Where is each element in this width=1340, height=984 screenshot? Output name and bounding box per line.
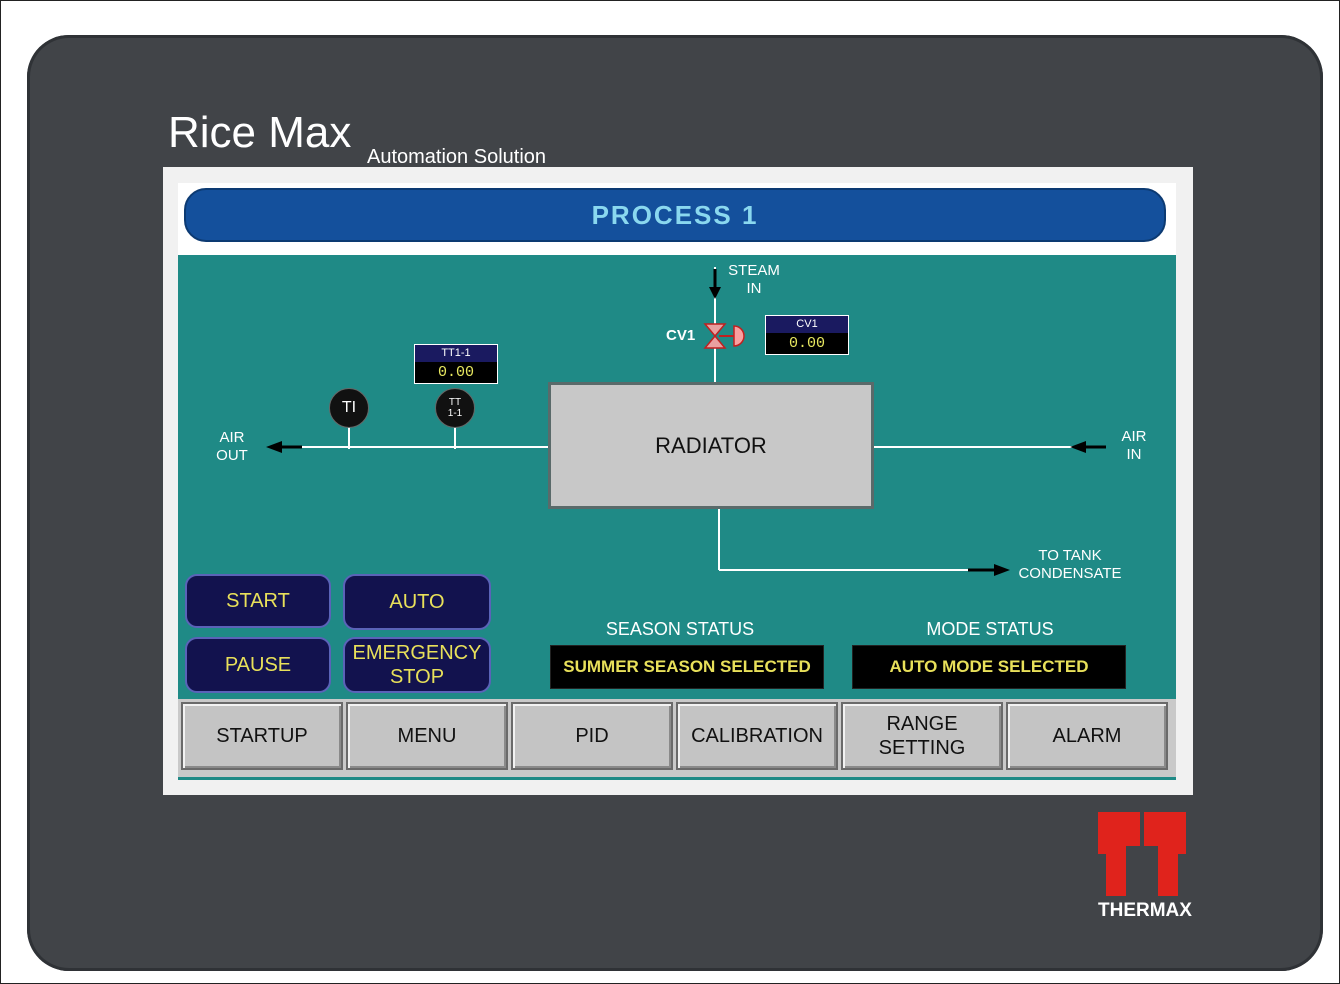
tt11-display-value: 0.00 [437,364,474,381]
season-status-value: SUMMER SEASON SELECTED [550,645,824,689]
cv1-display-value: 0.00 [788,335,825,352]
calibration-nav-button[interactable]: CALIBRATION [676,702,838,770]
pid-nav-button[interactable]: PID [511,702,673,770]
alarm-nav-button[interactable]: ALARM [1006,702,1168,770]
cv1-display-tag: CV1 [766,316,848,333]
process-diagram [266,267,1106,576]
valve-body-top [703,323,727,338]
condensate-arrow [994,564,1010,576]
air-out-arrow [266,441,282,453]
tt11-display-tag: TT1-1 [415,345,497,362]
auto-button[interactable]: AUTO [343,574,491,630]
steam-arrow-head [709,287,721,299]
mode-status-value: AUTO MODE SELECTED [852,645,1126,689]
ti-instrument: TI [329,388,369,428]
start-button[interactable]: START [185,574,331,628]
valve-body-bottom [703,334,727,349]
cv1-display: CV1 0.00 [765,315,849,355]
page-title: PROCESS 1 [184,188,1166,242]
cv1-valve-label: CV1 [666,327,696,344]
thermax-logo-icon [1098,812,1186,896]
menu-nav-button[interactable]: MENU [346,702,508,770]
brand-subtitle: Automation Solution [367,146,547,168]
valve-actuator-icon [733,325,745,347]
header-strip: PROCESS 1 [178,183,1176,255]
mode-status-label: MODE STATUS [926,619,1054,639]
pause-button[interactable]: PAUSE [185,637,331,693]
tt11-display: TT1-1 0.00 [414,344,498,384]
brand-title: Rice Max [168,108,352,157]
thermax-logo-text: THERMAX [1098,900,1192,921]
radiator-block: RADIATOR [548,382,874,509]
air-in-arrow [1070,441,1086,453]
startup-nav-button[interactable]: STARTUP [181,702,343,770]
season-status-label: SEASON STATUS [605,619,755,639]
